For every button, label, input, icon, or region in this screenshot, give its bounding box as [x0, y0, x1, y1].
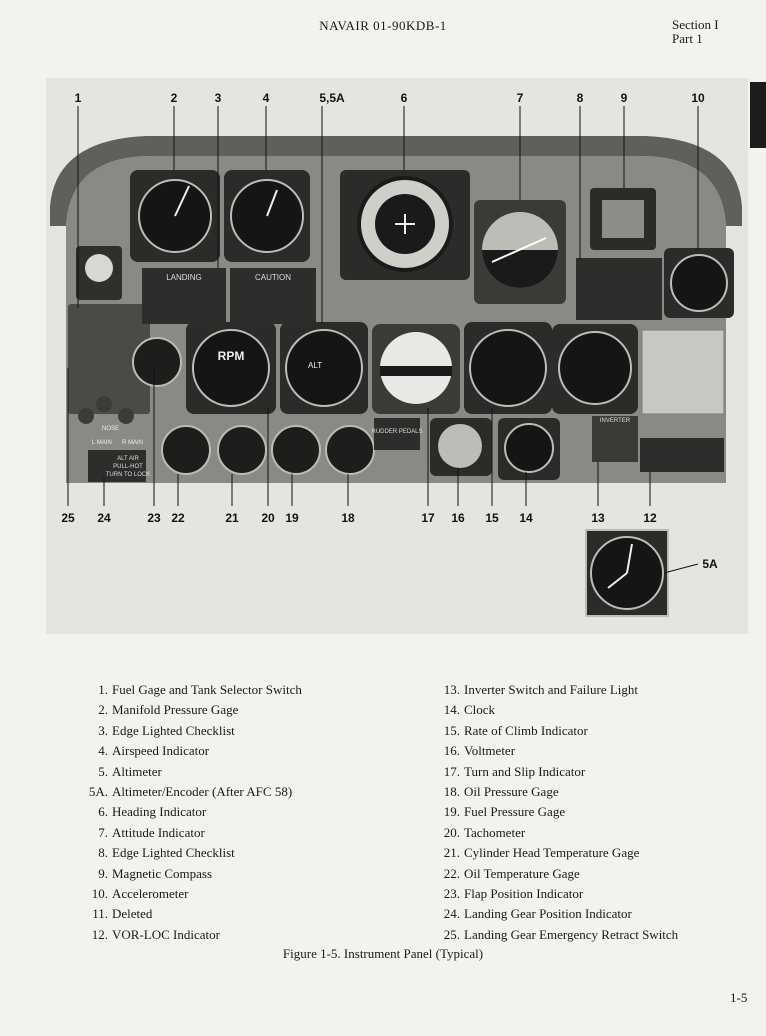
l-main-label: L MAIN — [92, 440, 112, 446]
callout-top-7: 7 — [517, 91, 524, 105]
alt-label: ALT — [308, 361, 322, 370]
legend-item: 7.Attitude Indicator — [98, 824, 205, 840]
pull-hot-label: PULL-HOT — [113, 464, 143, 470]
legend-item: 5A.Altimeter/Encoder (After AFC 58) — [88, 783, 293, 799]
page-number: 1-5 — [730, 990, 748, 1005]
callout-bottom-22: 22 — [171, 511, 185, 525]
legend-left-column: 1.Fuel Gage and Tank Selector Switch 2.M… — [74, 680, 302, 945]
callout-bottom-20: 20 — [261, 511, 275, 525]
legend-item: 5.Altimeter — [98, 763, 162, 779]
document-number: NAVAIR 01-90KDB-1 — [319, 18, 447, 33]
inverter-label: INVERTER — [600, 418, 631, 424]
callout-top-5: 5,5A — [319, 91, 345, 105]
callout-top-6: 6 — [401, 91, 408, 105]
turn-to-lock-label: TURN TO LOCK — [106, 472, 150, 478]
legend-item: 14.Clock — [443, 702, 496, 718]
legend-item: 11.Deleted — [92, 906, 153, 922]
callout-bottom-17: 17 — [421, 511, 435, 525]
callout-bottom-21: 21 — [225, 511, 239, 525]
figure-caption: Figure 1-5. Instrument Panel (Typical) — [282, 946, 484, 961]
landing-placard: LANDING — [166, 273, 202, 282]
legend-item: 18.Oil Pressure Gage — [443, 783, 559, 799]
legend-item: 22.Oil Temperature Gage — [443, 865, 580, 881]
callout-top-2: 2 — [171, 91, 178, 105]
rpm-label: RPM — [218, 349, 245, 363]
r-main-label: R MAIN — [122, 440, 143, 446]
legend-item: 13.Inverter Switch and Failure Light — [443, 682, 639, 697]
callout-bottom-25: 25 — [61, 511, 75, 525]
callout-top-3: 3 — [215, 91, 222, 105]
callout-top-4: 4 — [263, 91, 270, 105]
callout-top-8: 8 — [577, 91, 584, 105]
callout-bottom-18: 18 — [341, 511, 355, 525]
legend-item: 23.Flap Position Indicator — [443, 885, 584, 901]
legend-item: 20.Tachometer — [443, 824, 526, 840]
legend-item: 24.Landing Gear Position Indicator — [443, 906, 632, 922]
callout-top-9: 9 — [621, 91, 628, 105]
legend-item: 1.Fuel Gage and Tank Selector Switch — [98, 682, 302, 697]
callout-bottom-13: 13 — [591, 511, 605, 525]
section-label: Section I — [672, 17, 719, 32]
legend-item: 6.Heading Indicator — [98, 804, 207, 820]
part-label: Part 1 — [672, 31, 703, 46]
legend-item: 10.Accelerometer — [91, 885, 189, 901]
callout-bottom-16: 16 — [451, 511, 465, 525]
section-header: Section I Part 1 — [672, 18, 719, 46]
legend-item: 19.Fuel Pressure Gage — [443, 804, 566, 820]
callout-bottom-19: 19 — [285, 511, 299, 525]
caution-placard: CAUTION — [255, 273, 291, 282]
nose-label: NOSE — [102, 426, 119, 432]
callout-bottom-12: 12 — [643, 511, 657, 525]
legend-item: 3.Edge Lighted Checklist — [98, 722, 235, 738]
callout-top-10: 10 — [691, 91, 705, 105]
legend-item: 2.Manifold Pressure Gage — [98, 702, 239, 718]
legend-item: 25.Landing Gear Emergency Retract Switch — [443, 926, 679, 942]
callout-bottom-14: 14 — [519, 511, 533, 525]
legend-item: 16.Voltmeter — [443, 743, 516, 759]
callout-inset-5a: 5A — [702, 557, 718, 571]
callout-bottom-23: 23 — [147, 511, 161, 525]
legend-right-column: 13.Inverter Switch and Failure Light 14.… — [426, 680, 678, 945]
legend-item: 12.VOR-LOC Indicator — [91, 926, 220, 942]
legend-item: 9.Magnetic Compass — [98, 865, 213, 881]
callout-top-1: 1 — [75, 91, 82, 105]
alt-air-label: ALT AIR — [117, 456, 139, 462]
callout-bottom-15: 15 — [485, 511, 499, 525]
rudder-pedals-placard: RUDDER PEDALS — [371, 429, 422, 435]
legend-item: 15.Rate of Climb Indicator — [443, 722, 588, 738]
instrument-panel-photo: LANDING CAUTION RPM ALT — [46, 78, 748, 634]
legend-item: 8.Edge Lighted Checklist — [98, 845, 235, 861]
legend-item: 17.Turn and Slip Indicator — [443, 763, 586, 779]
legend-item: 21.Cylinder Head Temperature Gage — [443, 845, 640, 861]
legend-item: 4.Airspeed Indicator — [98, 743, 210, 759]
callout-bottom-24: 24 — [97, 511, 111, 525]
section-thumb-tab — [750, 82, 766, 148]
